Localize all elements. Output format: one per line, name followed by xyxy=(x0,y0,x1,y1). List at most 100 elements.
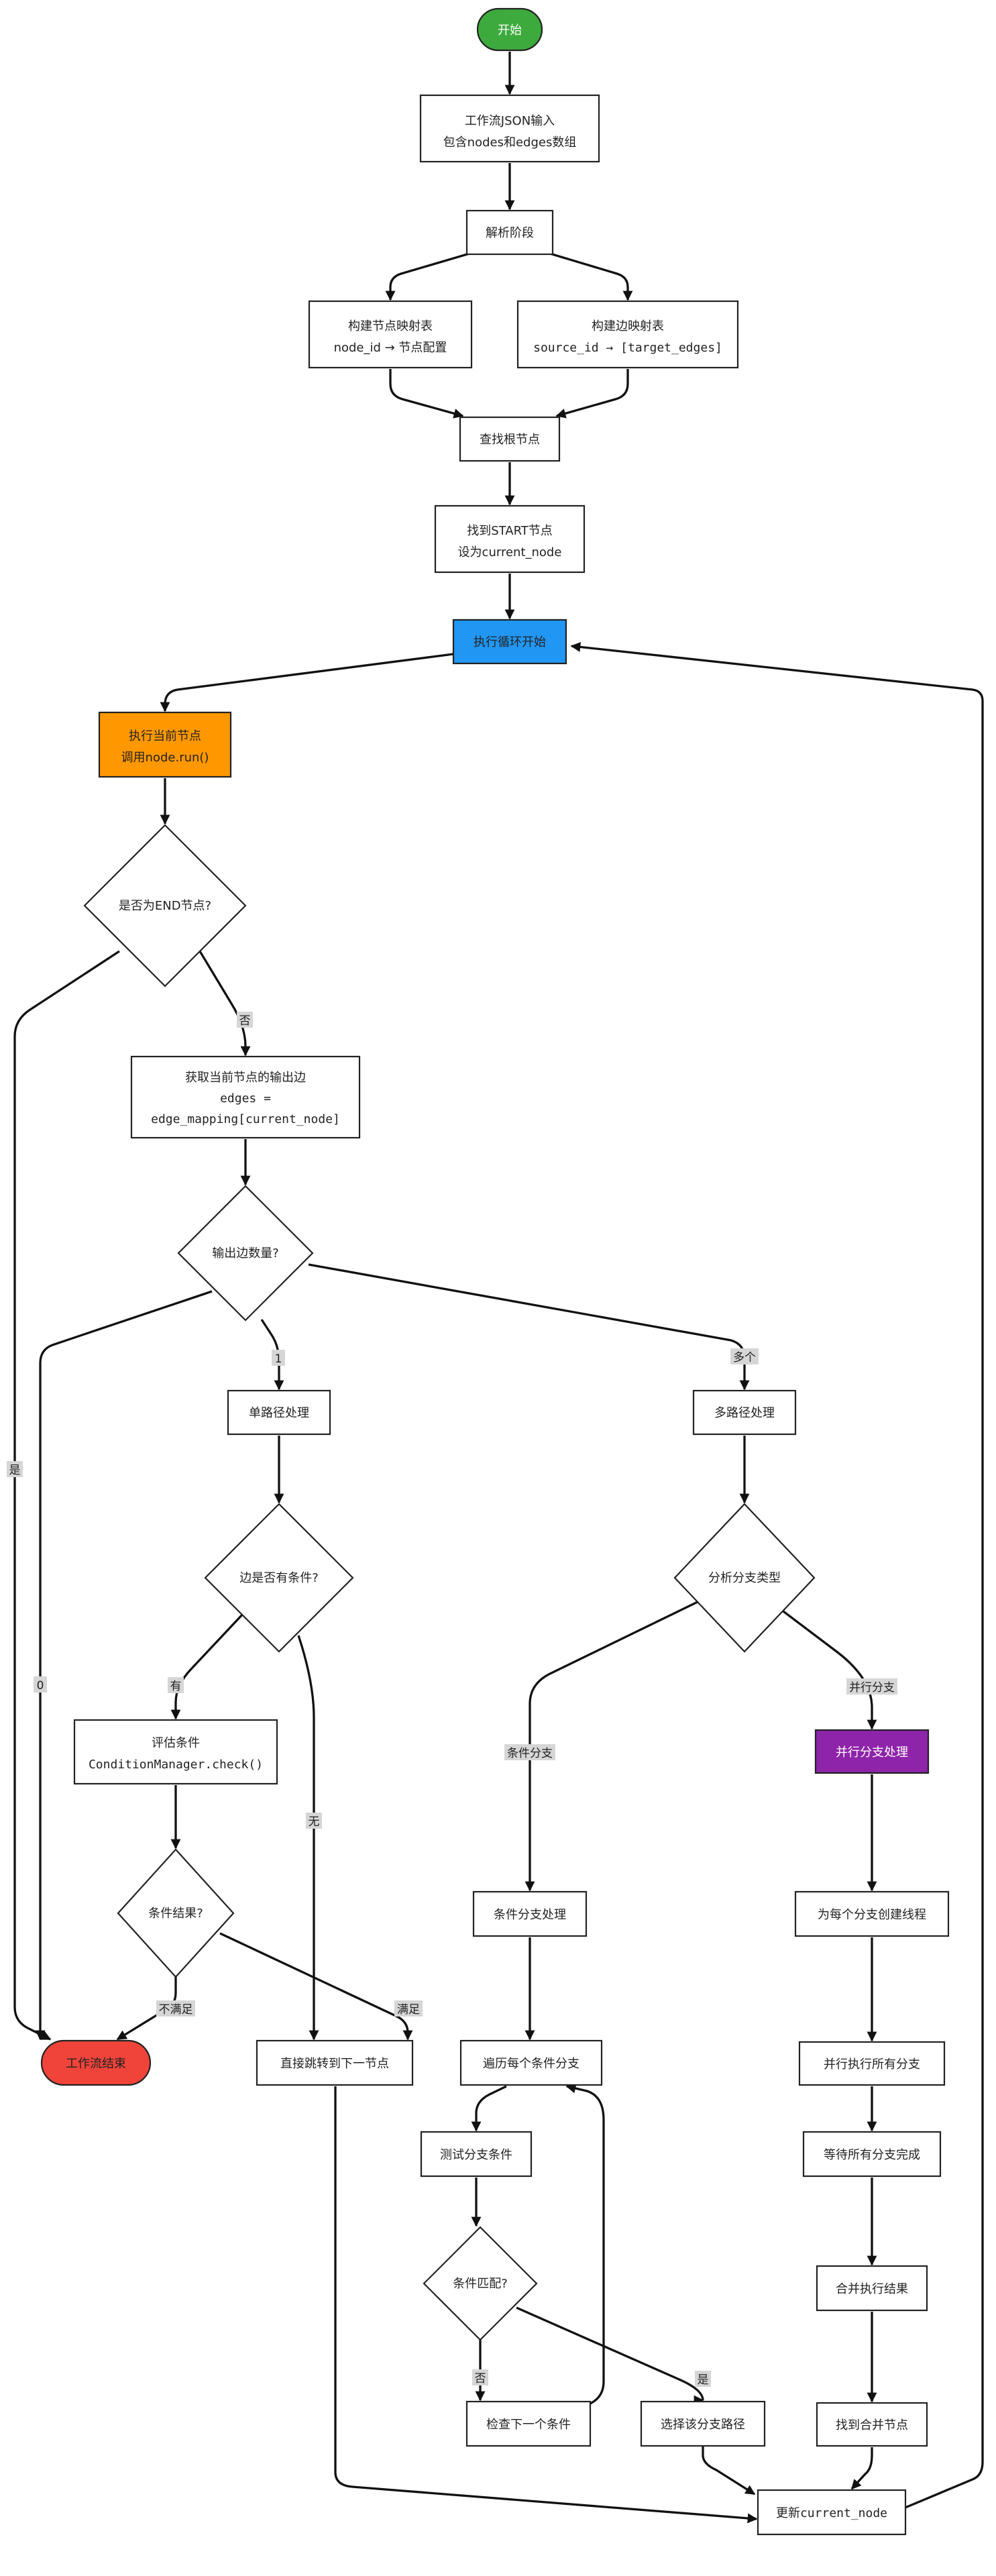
start-label: 开始 xyxy=(498,23,522,38)
is-end-label: 是否为END节点? xyxy=(119,899,211,913)
edge-isend-workflowend xyxy=(13,950,120,2041)
parallel-branch-node: 并行分支处理 xyxy=(814,1729,930,1774)
select-path-label: 选择该分支路径 xyxy=(661,2418,745,2432)
edge-nodemap-findroot xyxy=(389,369,464,419)
edge-label-no-is-end-text: 否 xyxy=(239,1014,251,1028)
edge-parse-nodemap xyxy=(385,252,470,301)
multi-path-node: 多路径处理 xyxy=(692,1389,797,1436)
branch-type-decision: 分析分支类型 xyxy=(673,1503,816,1653)
workflow-input-line2: 包含nodes和edges数组 xyxy=(443,136,577,150)
run-parallel-label: 并行执行所有分支 xyxy=(824,2057,920,2072)
start-node: 开始 xyxy=(476,7,543,52)
update-current-label: 更新current_node xyxy=(776,2506,887,2520)
condition-result-label: 条件结果? xyxy=(148,1907,203,1921)
find-merge-label: 找到合并节点 xyxy=(836,2418,908,2432)
edge-label-satisfied: 满足 xyxy=(394,2000,423,2017)
eval-condition-node: 评估条件 ConditionManager.check() xyxy=(73,1719,278,1785)
get-edges-node: 获取当前节点的输出边 edges = edge_mapping[current_… xyxy=(130,1055,361,1139)
update-current-node: 更新current_node xyxy=(757,2489,907,2536)
found-start-line1: 找到START节点 xyxy=(467,524,553,538)
eval-condition-line1: 评估条件 xyxy=(152,1736,200,1750)
loop-start-label: 执行循环开始 xyxy=(474,635,546,649)
edge-label-satisfied-text: 满足 xyxy=(397,2003,420,2017)
find-root-label: 查找根节点 xyxy=(480,433,540,447)
workflow-input-line1: 工作流JSON输入 xyxy=(465,114,555,128)
edge-label-parallel-branch-text: 并行分支 xyxy=(849,1681,895,1695)
branch-type-label: 分析分支类型 xyxy=(708,1571,781,1585)
edge-label-match-yes-text: 是 xyxy=(698,2373,709,2387)
create-threads-node: 为每个分支创建线程 xyxy=(794,1890,950,1937)
get-edges-line2: edges = xyxy=(220,1091,271,1106)
edge-edgecount-workflowend xyxy=(35,1290,213,2041)
cond-branch-node: 条件分支处理 xyxy=(472,1890,588,1937)
edge-label-match-no-text: 否 xyxy=(475,2372,486,2385)
cond-branch-label: 条件分支处理 xyxy=(494,1908,566,1922)
jump-next-label: 直接跳转到下一节点 xyxy=(280,2057,389,2071)
workflow-end-node: 工作流结束 xyxy=(40,2039,152,2086)
edge-hascond-jump xyxy=(297,1635,319,2041)
edge-count-decision: 输出边数量? xyxy=(177,1185,314,1322)
merge-results-node: 合并执行结果 xyxy=(816,2265,928,2312)
exec-node-line2: 调用node.run() xyxy=(121,751,209,765)
edge-label-none: 无 xyxy=(306,1813,322,1829)
multi-path-label: 多路径处理 xyxy=(714,1406,775,1420)
is-end-decision: 是否为END节点? xyxy=(83,824,247,987)
iterate-conditions-node: 遍历每个条件分支 xyxy=(459,2039,603,2086)
edge-count-label: 输出边数量? xyxy=(212,1246,279,1260)
edge-label-parallel-branch: 并行分支 xyxy=(846,1678,897,1695)
create-threads-label: 为每个分支创建线程 xyxy=(818,1908,926,1922)
edge-label-match-yes: 是 xyxy=(695,2371,711,2387)
wait-all-label: 等待所有分支完成 xyxy=(824,2148,920,2162)
loop-start-node: 执行循环开始 xyxy=(452,619,567,665)
edge-label-not-satisfied: 不满足 xyxy=(156,2000,195,2017)
workflow-end-label: 工作流结束 xyxy=(66,2057,126,2071)
cond-match-label: 条件匹配? xyxy=(453,2277,508,2291)
test-condition-node: 测试分支条件 xyxy=(420,2131,533,2178)
edge-loop-exec xyxy=(160,653,454,712)
edge-label-count-one: 1 xyxy=(272,1350,285,1366)
workflow-input-node: 工作流JSON输入 包含nodes和edges数组 xyxy=(419,94,600,163)
edge-label-match-no: 否 xyxy=(472,2369,488,2385)
eval-condition-line2: ConditionManager.check() xyxy=(89,1758,263,1772)
check-next-label: 检查下一个条件 xyxy=(486,2418,571,2432)
parse-node: 解析阶段 xyxy=(465,209,554,256)
parallel-branch-label: 并行分支处理 xyxy=(836,1746,908,1760)
iterate-conditions-label: 遍历每个条件分支 xyxy=(483,2057,579,2071)
single-path-label: 单路径处理 xyxy=(249,1406,309,1420)
test-condition-label: 测试分支条件 xyxy=(440,2148,512,2162)
edge-label-has: 有 xyxy=(168,1677,184,1693)
edge-branchtype-condbranch xyxy=(524,1601,698,1892)
edge-label-yes-is-end-text: 是 xyxy=(9,1464,21,1477)
has-condition-decision: 边是否有条件? xyxy=(204,1503,354,1653)
edge-label-cond-branch-text: 条件分支 xyxy=(507,1747,553,1760)
find-root-node: 查找根节点 xyxy=(459,416,561,462)
edge-label-has-text: 有 xyxy=(170,1680,182,1693)
run-parallel-node: 并行执行所有分支 xyxy=(798,2041,946,2086)
edge-label-count-zero: 0 xyxy=(34,1676,47,1693)
select-path-node: 选择该分支路径 xyxy=(640,2400,766,2447)
exec-node-line1: 执行当前节点 xyxy=(129,729,201,743)
cond-match-decision: 条件匹配? xyxy=(423,2226,538,2341)
edge-findmerge-update xyxy=(850,2447,873,2490)
edge-update-loop xyxy=(570,642,984,2510)
parse-label: 解析阶段 xyxy=(486,226,534,240)
edge-iterate-test xyxy=(471,2085,507,2132)
edge-label-none-text: 无 xyxy=(309,1815,320,1829)
check-next-node: 检查下一个条件 xyxy=(465,2400,592,2447)
edge-branchtype-parallel xyxy=(777,1606,877,1730)
find-merge-node: 找到合并节点 xyxy=(816,2402,928,2447)
node-map-line1: 构建节点映射表 xyxy=(348,319,433,333)
edge-map-line1: 构建边映射表 xyxy=(592,319,664,333)
node-map-line2: node_id → 节点配置 xyxy=(334,341,447,355)
edge-labels: 否 是 0 1 多个 有 无 条件分支 xyxy=(7,1012,897,2387)
merge-results-label: 合并执行结果 xyxy=(836,2282,908,2296)
nodes: 开始 工作流JSON输入 包含nodes和edges数组 解析阶段 构建节点映射… xyxy=(40,7,950,2536)
edge-jump-update xyxy=(334,2086,758,2524)
exec-node: 执行当前节点 调用node.run() xyxy=(98,711,232,778)
edge-parse-edgemap xyxy=(549,252,633,301)
single-path-node: 单路径处理 xyxy=(227,1389,331,1436)
edge-condmatch-selectpath xyxy=(516,2306,708,2402)
edge-isend-getedges xyxy=(199,951,251,1057)
found-start-line2: 设为current_node xyxy=(458,545,562,559)
